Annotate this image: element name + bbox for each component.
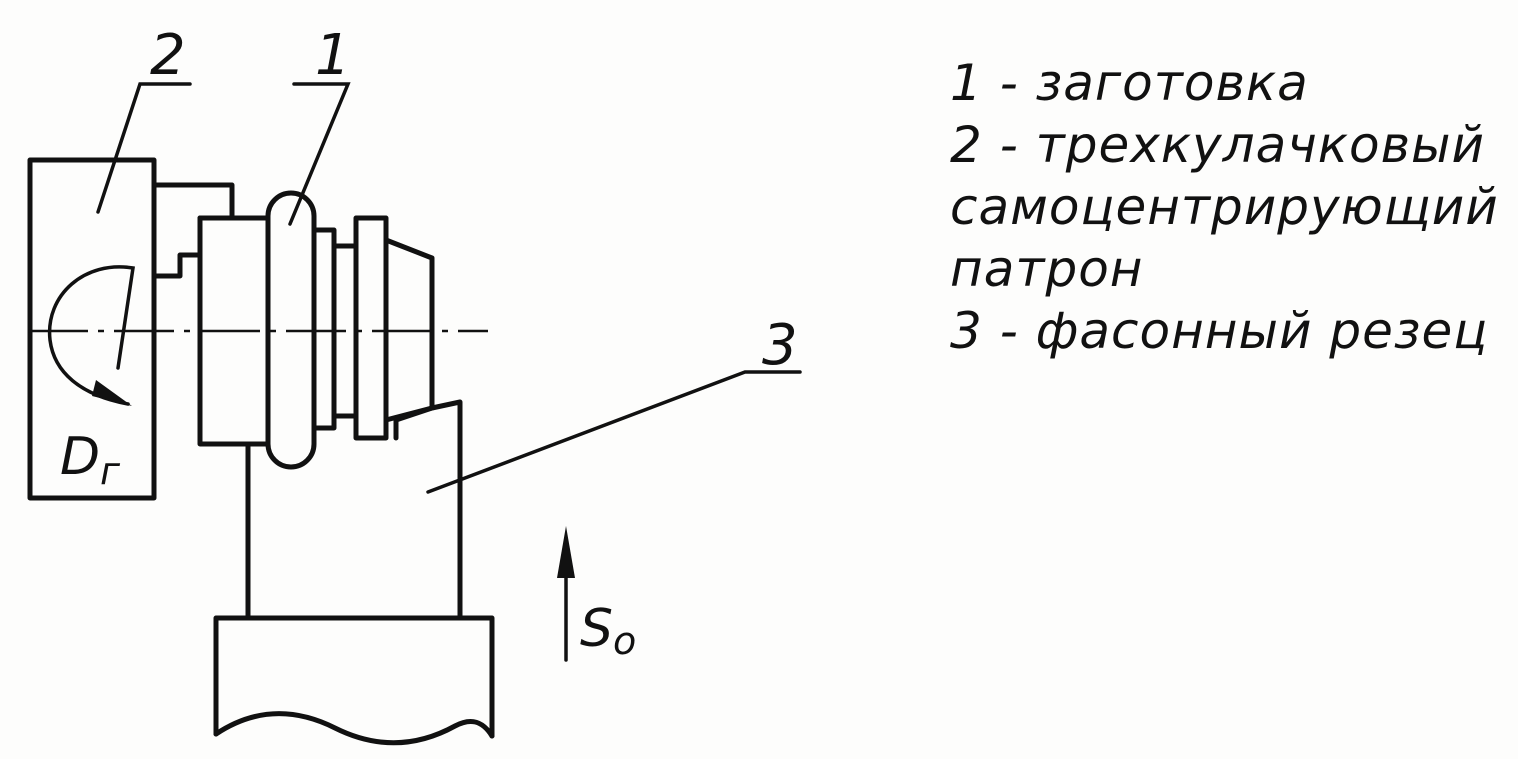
rotation-arrow <box>47 265 135 406</box>
legend-line-3: самоцентрирующий <box>950 178 1499 236</box>
feed-label-sub: о <box>613 619 636 663</box>
callout-3: 3 <box>762 313 798 378</box>
legend-line-4: патрон <box>950 240 1144 298</box>
tool-holder <box>213 615 495 739</box>
rotation-arrow-head <box>92 380 132 406</box>
chuck-jaw-lower <box>151 252 203 279</box>
legend: 1 - заготовка 2 - трехкулачковый самоцен… <box>950 52 1510 362</box>
rotation-label-main: D <box>60 427 100 487</box>
leader-workpiece <box>288 82 351 226</box>
chuck-body <box>27 157 157 501</box>
feed-arrow-head <box>557 526 575 578</box>
rotation-label: Dг <box>60 427 121 493</box>
chuck-jaw-upper <box>151 182 235 221</box>
workpiece-flange <box>353 215 389 441</box>
callout-2: 2 <box>150 23 186 88</box>
callout-1: 1 <box>315 23 351 88</box>
tool-holder-break <box>213 711 495 746</box>
legend-line-2: 2 - трехкулачковый <box>950 116 1486 174</box>
legend-line-5: 3 - фасонный резец <box>950 302 1489 360</box>
leader-cutter <box>426 370 802 494</box>
rotation-label-sub: г <box>100 449 121 493</box>
feed-label-main: S <box>580 599 613 659</box>
legend-line-1: 1 - заготовка <box>950 54 1309 112</box>
feed-label: Sо <box>580 599 636 663</box>
workpiece-step-1 <box>311 227 337 431</box>
leader-chuck <box>96 82 192 214</box>
